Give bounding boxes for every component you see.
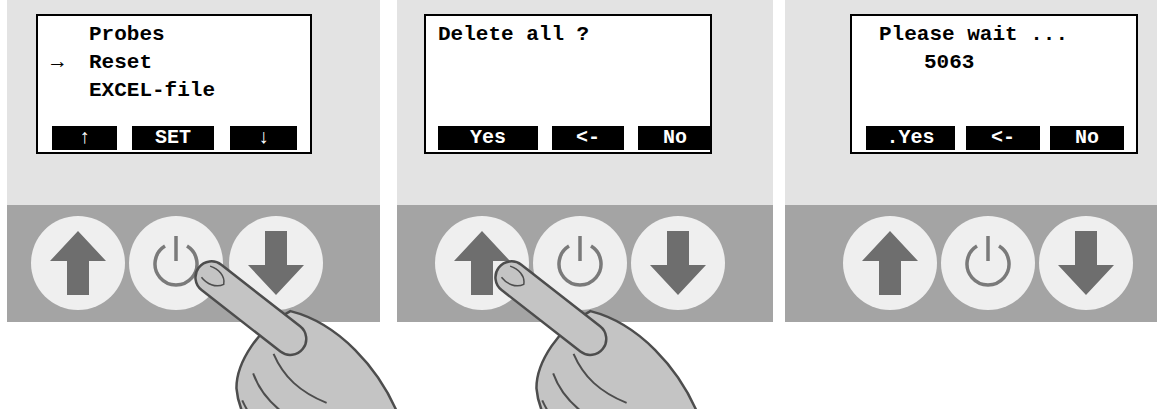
key-label: ↑: [52, 126, 117, 150]
fingernail: [501, 265, 528, 291]
screen-text: Probes: [89, 24, 165, 45]
down-button: [631, 216, 725, 310]
button-strip: [397, 205, 773, 322]
device-bezel: [397, 0, 773, 205]
screen-text: →: [51, 52, 64, 73]
soft-key: <-: [552, 126, 624, 150]
down-arrow-symbol: [650, 231, 706, 295]
device-bezel: [785, 0, 1157, 205]
key-label: <-: [966, 126, 1040, 150]
soft-key: SET: [132, 126, 214, 150]
power-symbol: [174, 236, 178, 261]
lcd-screen: Please wait ... 5063 .Yes <- No: [850, 14, 1138, 154]
button-strip: [7, 205, 380, 322]
key-label: No: [1050, 126, 1124, 150]
power-symbol: [578, 236, 582, 261]
key-label: <-: [552, 126, 624, 150]
soft-key: .Yes: [866, 126, 955, 150]
button-face: [843, 216, 937, 310]
pointing-hand: [134, 242, 423, 409]
down-button: [1039, 216, 1133, 310]
finger-knuckles: [229, 351, 338, 409]
key-label: SET: [132, 126, 214, 150]
screen-text: EXCEL-file: [89, 80, 215, 101]
soft-key: ↓: [230, 126, 297, 150]
up-button: [843, 216, 937, 310]
down-arrow-symbol: [1058, 231, 1114, 295]
button-face: [941, 216, 1035, 310]
button-face: [631, 216, 725, 310]
fingernail: [201, 265, 228, 291]
screen-text: 5063: [924, 52, 974, 73]
up-arrow-symbol: [862, 231, 918, 295]
key-label: No: [638, 126, 712, 150]
lcd-screen: Delete all ? Yes <- No: [424, 14, 712, 154]
button-strip: [785, 205, 1157, 322]
screen-text: Delete all ?: [438, 24, 589, 45]
index-finger: [489, 255, 613, 361]
up-button: [31, 216, 125, 310]
button-face: [1039, 216, 1133, 310]
pointing-hand: [434, 242, 723, 409]
power-button: [941, 216, 1035, 310]
device-bezel: [7, 0, 380, 205]
soft-key: ↑: [52, 126, 117, 150]
key-label: ↓: [230, 126, 297, 150]
soft-key: No: [1050, 126, 1124, 150]
power-symbol: [986, 236, 990, 261]
soft-key: <-: [966, 126, 1040, 150]
lcd-screen: Probes → ResetEXCEL-file ↑ SET ↓: [36, 14, 312, 154]
index-finger: [189, 255, 313, 361]
key-label: .Yes: [866, 126, 955, 150]
down-arrow-symbol: [248, 231, 304, 295]
soft-key: No: [638, 126, 712, 150]
key-label: Yes: [438, 126, 538, 150]
button-face: [31, 216, 125, 310]
screen-text: Please wait ...: [879, 24, 1068, 45]
finger-knuckles: [529, 351, 638, 409]
soft-key: Yes: [438, 126, 538, 150]
up-arrow-symbol: [50, 231, 106, 295]
screen-text: Reset: [89, 52, 152, 73]
